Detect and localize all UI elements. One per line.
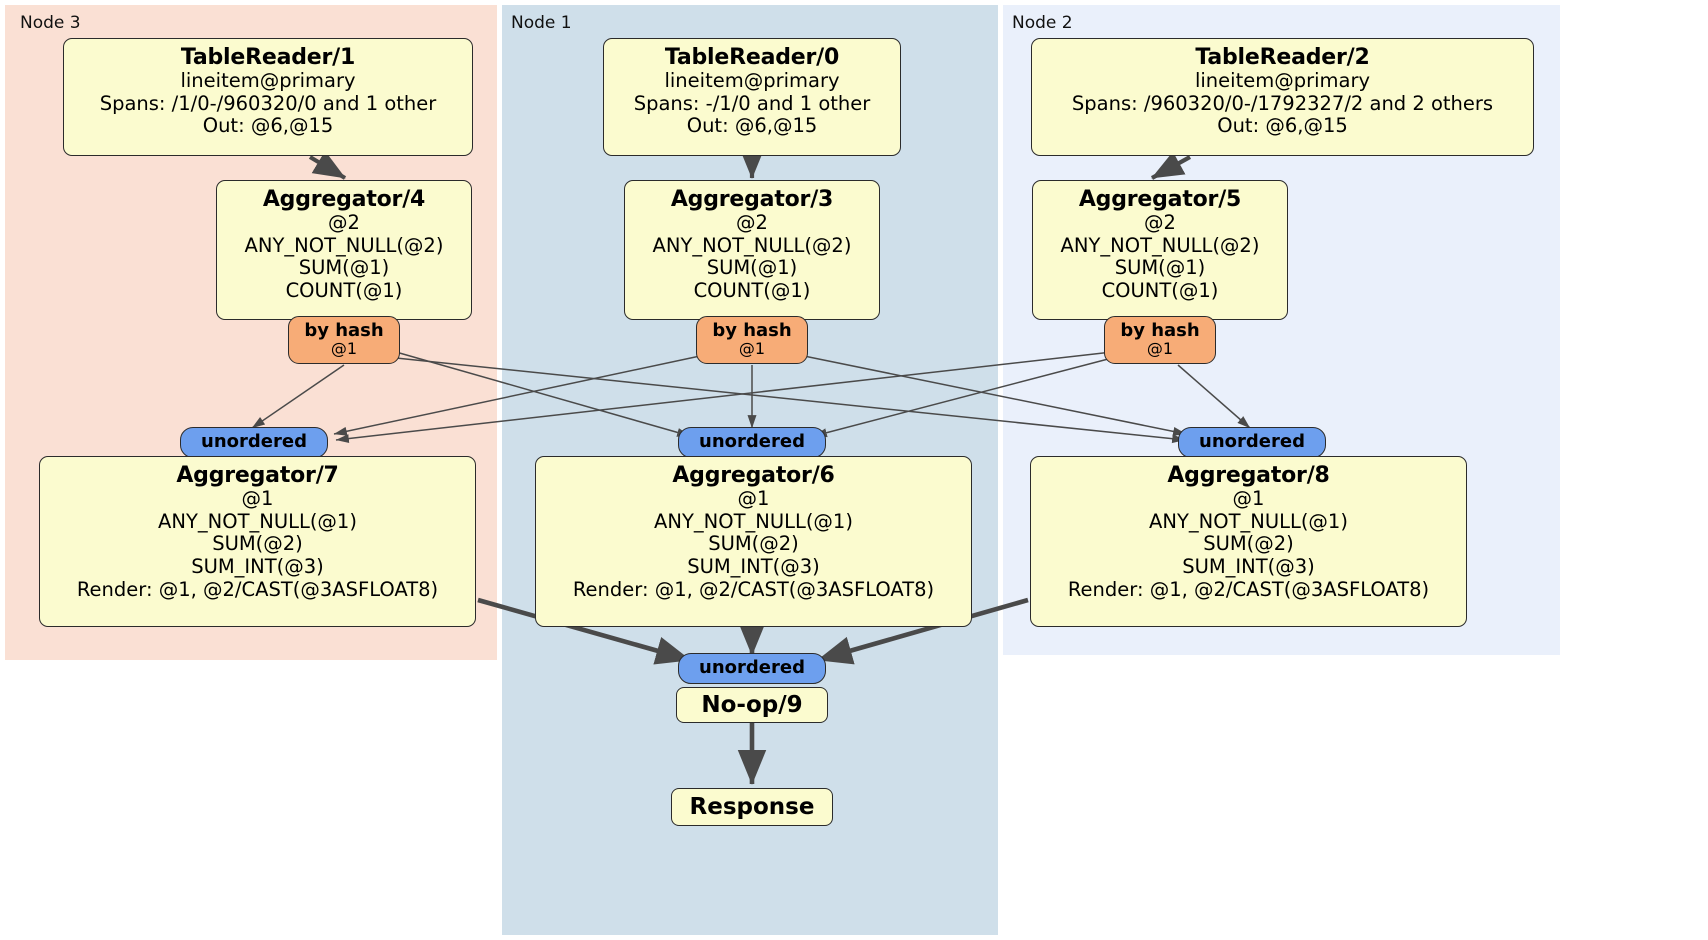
processor-line: @2 <box>328 211 360 235</box>
processor-line: ANY_NOT_NULL(@1) <box>654 509 853 533</box>
router-badge-by-hash-node2[interactable]: by hash @1 <box>1104 316 1216 364</box>
sync-badge-unordered-final[interactable]: unordered <box>678 653 826 684</box>
node-label-node3: Node 3 <box>20 13 81 33</box>
processor-title: TableReader/2 <box>1195 45 1370 70</box>
processor-line: @1 <box>737 487 770 511</box>
processor-line: ANY_NOT_NULL(@1) <box>158 509 357 533</box>
processor-tablereader-0[interactable]: TableReader/0 lineitem@primary Spans: -/… <box>603 38 901 156</box>
processor-line: COUNT(@1) <box>1101 279 1219 303</box>
processor-render-line: Render: @1, @2/CAST(@3ASFLOAT8) <box>572 577 935 601</box>
processor-line: Out: @6,@15 <box>686 114 818 138</box>
sync-badge-unordered-node2[interactable]: unordered <box>1178 427 1326 458</box>
processor-tablereader-1[interactable]: TableReader/1 lineitem@primary Spans: /1… <box>63 38 473 156</box>
processor-title: Aggregator/3 <box>670 187 834 212</box>
processor-aggregator-6[interactable]: Aggregator/6 @1 ANY_NOT_NULL(@1) SUM(@2)… <box>535 456 972 627</box>
processor-title: Response <box>689 794 815 820</box>
processor-title: Aggregator/6 <box>672 463 835 488</box>
node-label-node1: Node 1 <box>511 13 572 33</box>
processor-render-line: Render: @1, @2/CAST(@3ASFLOAT8) <box>1067 577 1430 601</box>
processor-response[interactable]: Response <box>671 788 833 826</box>
router-badge-by-hash-node3[interactable]: by hash @1 <box>288 316 400 364</box>
sync-badge-label: unordered <box>699 657 805 679</box>
processor-line: lineitem@primary <box>664 69 840 93</box>
processor-line: @1 <box>241 487 274 511</box>
processor-render-line: Render: @1, @2/CAST(@3ASFLOAT8) <box>76 577 439 601</box>
processor-aggregator-8[interactable]: Aggregator/8 @1 ANY_NOT_NULL(@1) SUM(@2)… <box>1030 456 1467 627</box>
processor-line: ANY_NOT_NULL(@2) <box>652 233 852 257</box>
processor-title: Aggregator/4 <box>262 187 426 212</box>
router-badge-label: by hash <box>712 320 792 342</box>
sync-badge-label: unordered <box>1199 431 1305 453</box>
router-badge-label: by hash <box>1120 320 1200 342</box>
router-badge-by-hash-node1[interactable]: by hash @1 <box>696 316 808 364</box>
sync-badge-label: unordered <box>699 431 805 453</box>
sync-badge-unordered-node1[interactable]: unordered <box>678 427 826 458</box>
processor-line: Spans: /960320/0-/1792327/2 and 2 others <box>1071 91 1494 115</box>
processor-title: Aggregator/7 <box>176 463 339 488</box>
processor-title: No-op/9 <box>701 692 803 718</box>
sync-badge-unordered-node3[interactable]: unordered <box>180 427 328 458</box>
router-badge-column: @1 <box>1146 339 1174 359</box>
sync-badge-label: unordered <box>201 431 307 453</box>
node-label-node2: Node 2 <box>1012 13 1073 33</box>
processor-aggregator-7[interactable]: Aggregator/7 @1 ANY_NOT_NULL(@1) SUM(@2)… <box>39 456 476 627</box>
processor-tablereader-2[interactable]: TableReader/2 lineitem@primary Spans: /9… <box>1031 38 1534 156</box>
processor-line: SUM_INT(@3) <box>1182 555 1315 579</box>
processor-line: Spans: /1/0-/960320/0 and 1 other <box>99 91 437 115</box>
processor-title: Aggregator/8 <box>1167 463 1330 488</box>
processor-line: Out: @6,@15 <box>202 114 334 138</box>
processor-line: @2 <box>1144 211 1176 235</box>
processor-line: SUM_INT(@3) <box>687 555 820 579</box>
processor-line: COUNT(@1) <box>693 279 811 303</box>
processor-line: SUM(@2) <box>708 532 799 556</box>
processor-line: SUM(@2) <box>212 532 303 556</box>
processor-noop-9[interactable]: No-op/9 <box>676 687 828 723</box>
processor-aggregator-5[interactable]: Aggregator/5 @2 ANY_NOT_NULL(@2) SUM(@1)… <box>1032 180 1288 320</box>
processor-line: ANY_NOT_NULL(@2) <box>1060 233 1260 257</box>
processor-line: SUM(@1) <box>298 256 390 280</box>
processor-line: COUNT(@1) <box>285 279 403 303</box>
processor-line: SUM(@1) <box>706 256 798 280</box>
processor-aggregator-4[interactable]: Aggregator/4 @2 ANY_NOT_NULL(@2) SUM(@1)… <box>216 180 472 320</box>
processor-line: lineitem@primary <box>1194 69 1371 93</box>
processor-line: @1 <box>1232 487 1265 511</box>
processor-title: TableReader/1 <box>180 45 356 70</box>
processor-line: SUM_INT(@3) <box>191 555 324 579</box>
router-badge-label: by hash <box>304 320 384 342</box>
processor-title: Aggregator/5 <box>1078 187 1242 212</box>
processor-line: @2 <box>736 211 768 235</box>
processor-line: ANY_NOT_NULL(@2) <box>244 233 444 257</box>
processor-line: ANY_NOT_NULL(@1) <box>1149 509 1348 533</box>
router-badge-column: @1 <box>738 339 766 359</box>
processor-line: SUM(@1) <box>1114 256 1206 280</box>
processor-line: Out: @6,@15 <box>1217 114 1348 138</box>
router-badge-column: @1 <box>330 339 358 359</box>
processor-line: lineitem@primary <box>180 69 356 93</box>
processor-line: SUM(@2) <box>1203 532 1294 556</box>
processor-aggregator-3[interactable]: Aggregator/3 @2 ANY_NOT_NULL(@2) SUM(@1)… <box>624 180 880 320</box>
processor-title: TableReader/0 <box>664 45 840 70</box>
processor-line: Spans: -/1/0 and 1 other <box>633 91 871 115</box>
